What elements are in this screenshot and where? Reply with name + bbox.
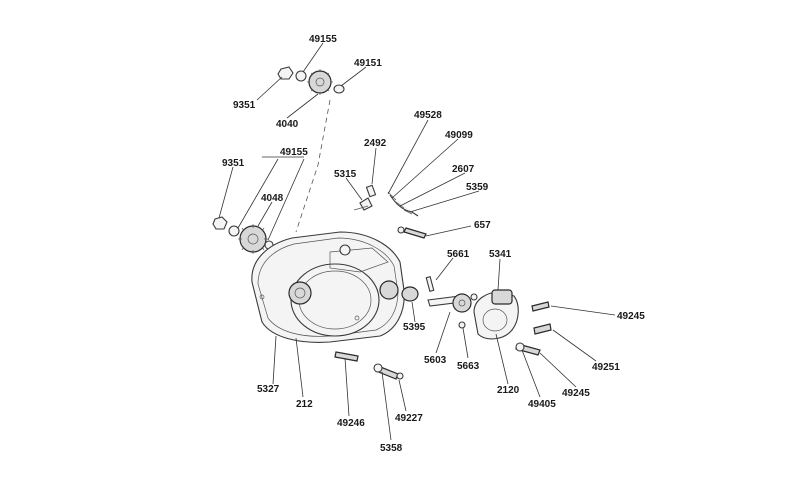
lower-bolts [334,351,404,380]
alignment-line-top [295,99,331,233]
nut-9351-left [212,216,228,230]
label-5395: 5395 [403,322,426,333]
label-5358: 5358 [380,443,403,454]
water-pump-parts [401,276,552,356]
left-gear-assembly [212,216,274,254]
label-4048: 4048 [261,193,284,204]
bolt-657 [403,227,427,239]
bolt-49245-a [531,301,550,312]
label-9351-left: 9351 [222,158,245,169]
label-5603: 5603 [424,355,447,366]
pin-5661 [425,276,435,292]
label-49151: 49151 [354,58,382,69]
label-49099: 49099 [445,130,473,141]
leader-lines [218,42,616,441]
part-labels: 49155 49151 9351 4040 49528 49099 2492 2… [222,34,645,454]
label-2492: 2492 [364,138,387,149]
label-5315: 5315 [334,169,357,180]
label-5359: 5359 [466,182,489,193]
seal-5395 [401,286,419,302]
small-parts-upper [353,184,427,239]
label-49405: 49405 [528,399,556,410]
label-49227: 49227 [395,413,423,424]
label-5663: 5663 [457,361,480,372]
oring-5663 [458,321,466,329]
label-5327: 5327 [257,384,280,395]
part-5359 [403,209,413,215]
part-2492 [365,184,377,198]
label-49245-bottom: 49245 [562,388,590,399]
label-4040: 4040 [276,119,299,130]
label-2120: 2120 [497,385,520,396]
label-49528: 49528 [414,110,442,121]
label-49245-right: 49245 [617,311,645,322]
top-gear-assembly [277,66,345,95]
engine-cover [251,231,405,343]
label-5661: 5661 [447,249,470,260]
label-212: 212 [296,399,313,410]
gear-4048 [239,225,267,253]
washer-49227 [396,372,404,380]
part-2607 [395,201,405,209]
bolt-49246 [334,351,359,362]
housing-5341 [491,289,513,305]
washer-49155-left [228,225,240,237]
label-657: 657 [474,220,491,231]
label-49251: 49251 [592,362,620,373]
washer-49155-top [295,70,307,82]
label-5341: 5341 [489,249,512,260]
label-49155-left: 49155 [280,147,308,158]
label-2607: 2607 [452,164,475,175]
clamp-49099 [387,191,397,201]
bolt-49251 [533,323,552,335]
nut-9351-top [277,66,294,80]
label-49246: 49246 [337,418,365,429]
label-49155-top: 49155 [309,34,337,45]
label-9351-top: 9351 [233,100,256,111]
washer-49151 [333,84,345,94]
